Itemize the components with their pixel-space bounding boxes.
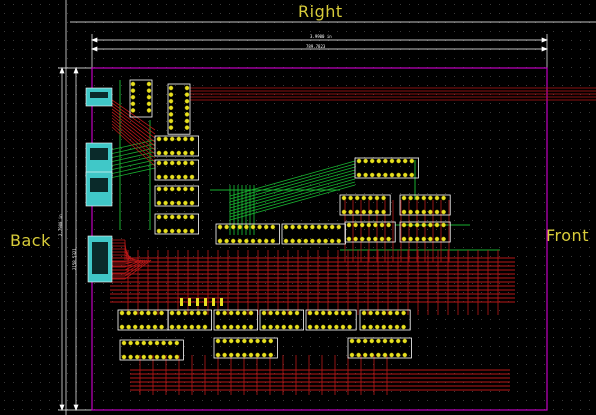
dimension-inner-width: 789.7823 (306, 44, 326, 49)
ic-u10[interactable] (339, 194, 391, 216)
ic-u3[interactable] (154, 135, 199, 157)
ic-u2[interactable] (167, 83, 191, 135)
ic-u21[interactable] (213, 337, 278, 359)
ic-u20[interactable] (119, 339, 184, 361)
ic-u22[interactable] (347, 337, 412, 359)
passive-pad[interactable] (220, 298, 223, 306)
ic-u13[interactable] (399, 221, 451, 243)
ic-u11[interactable] (399, 194, 451, 216)
view-label-back: Back (10, 231, 51, 250)
component-layer[interactable] (117, 79, 451, 361)
ic-u8[interactable] (281, 223, 346, 245)
height-dimension (58, 67, 92, 411)
connector-j1[interactable] (85, 87, 113, 107)
ic-u9[interactable] (354, 157, 419, 179)
view-label-right: Right (298, 2, 343, 21)
ic-u18[interactable] (305, 309, 357, 331)
passive-pad[interactable] (180, 298, 183, 306)
ic-u5[interactable] (154, 185, 199, 207)
connector-j2[interactable] (85, 142, 113, 178)
ic-u16[interactable] (213, 309, 258, 331)
ic-u4[interactable] (154, 159, 199, 181)
ic-u6[interactable] (154, 213, 199, 235)
ic-u17[interactable] (259, 309, 304, 331)
ic-u7[interactable] (215, 223, 280, 245)
dimension-outer-width: 3.9900 in (310, 34, 332, 39)
passive-pad[interactable] (204, 298, 207, 306)
passive-pad[interactable] (188, 298, 191, 306)
ic-u14[interactable] (117, 309, 169, 331)
width-dimension (91, 34, 548, 68)
connector-j4[interactable] (87, 235, 113, 283)
view-label-front: Front (546, 226, 589, 245)
passive-pad[interactable] (196, 298, 199, 306)
ic-u19[interactable] (359, 309, 411, 331)
ic-u12[interactable] (344, 221, 396, 243)
ic-u15[interactable] (167, 309, 212, 331)
passive-pad[interactable] (212, 298, 215, 306)
red-trace-layer[interactable] (110, 87, 596, 395)
connector-j3[interactable] (85, 171, 113, 207)
ic-u1[interactable] (129, 79, 153, 118)
